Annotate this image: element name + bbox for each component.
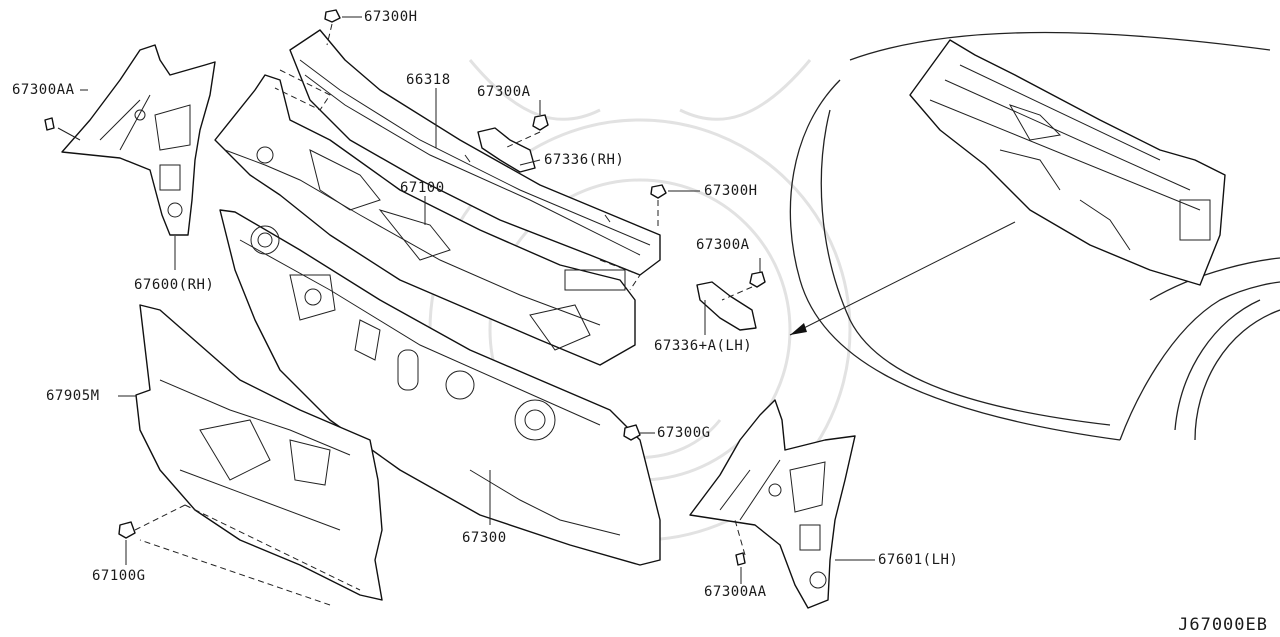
part-67300-dash-panel <box>219 209 661 566</box>
drawing-code: J67000EB <box>1178 615 1268 635</box>
callout-67100g: 67100G <box>92 568 146 584</box>
callout-67300aa-left: 67300AA <box>12 82 75 98</box>
fasteners <box>44 9 766 566</box>
vehicle-location-view <box>789 31 1280 441</box>
part-67336a-lh-bracket <box>696 281 757 331</box>
callout-leader-lines <box>57 16 875 606</box>
callout-67601-lh: 67601(LH) <box>878 552 959 568</box>
part-67600-rh-side-panel <box>61 44 216 236</box>
callout-67100: 67100 <box>400 180 445 196</box>
callout-67336-rh: 67336(RH) <box>544 152 625 168</box>
part-66318-cowl-top <box>289 29 661 276</box>
callout-67300g: 67300G <box>657 425 711 441</box>
callout-67300h-top: 67300H <box>364 9 418 25</box>
callout-67300h-right: 67300H <box>704 183 758 199</box>
part-67905m-insulator <box>135 304 383 601</box>
part-67601-lh-side-panel <box>689 399 856 609</box>
callout-66318: 66318 <box>406 72 451 88</box>
callout-67905m: 67905M <box>46 388 100 404</box>
part-67336-rh-bracket <box>477 127 536 173</box>
callout-67300: 67300 <box>462 530 507 546</box>
callout-67600-rh: 67600(RH) <box>134 277 215 293</box>
callout-67300aa-bottom: 67300AA <box>704 584 767 600</box>
callout-67300a-upper: 67300A <box>477 84 531 100</box>
callout-67300a-lower: 67300A <box>696 237 750 253</box>
callout-67336a-lh: 67336+A(LH) <box>654 338 753 354</box>
